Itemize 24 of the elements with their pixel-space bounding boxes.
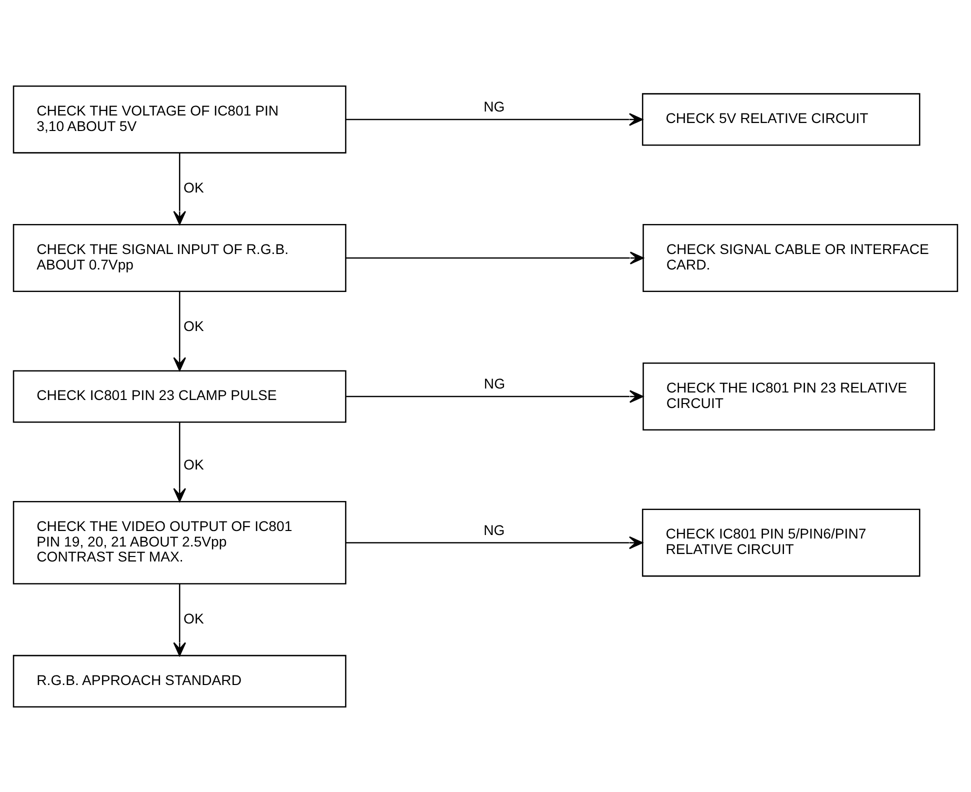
node-box: R.G.B. APPROACH STANDARD [12,654,346,708]
arrow [346,112,643,126]
edge-label: OK [184,178,204,195]
edge-label: NG [484,375,506,392]
node-box: CHECK THE VOLTAGE OF IC801 PIN 3,10 ABOUT 5V [12,84,346,153]
edge-label: OK [184,610,204,626]
node-box: CHECK IC801 PIN 5/PIN6/PIN7 RELATIVE CIRCUIT [642,508,920,576]
node-box: CHECK THE SIGNAL INPUT OF R.G.B. ABOUT 0.7Vpp [12,224,346,292]
edge-label: OK [184,456,204,472]
node-box: CHECK 5V RELATIVE CIRCUIT [642,92,920,146]
node-box: CHECK THE VIDEO OUTPUT OF IC801 PIN 19, 20, 21 ABOUT 2.5Vpp CONTRAST SET MAX. [12,500,346,584]
arrow [346,536,643,549]
node-box: CHECK SIGNAL CABLE OR INTERFACE CARD. [642,224,958,292]
arrow [346,251,644,264]
node-box: CHECK THE IC801 PIN 23 RELATIVE CIRCUIT [642,362,936,430]
arrow [173,152,186,224]
edge-label: NG [484,98,505,114]
edge-label: NG [484,521,505,538]
arrow [173,422,186,502]
node-box: CHECK IC801 PIN 23 CLAMP PULSE [12,370,346,422]
arrow [173,584,186,656]
arrow [173,290,186,371]
arrow [346,390,644,402]
edge-label: OK [184,317,204,334]
